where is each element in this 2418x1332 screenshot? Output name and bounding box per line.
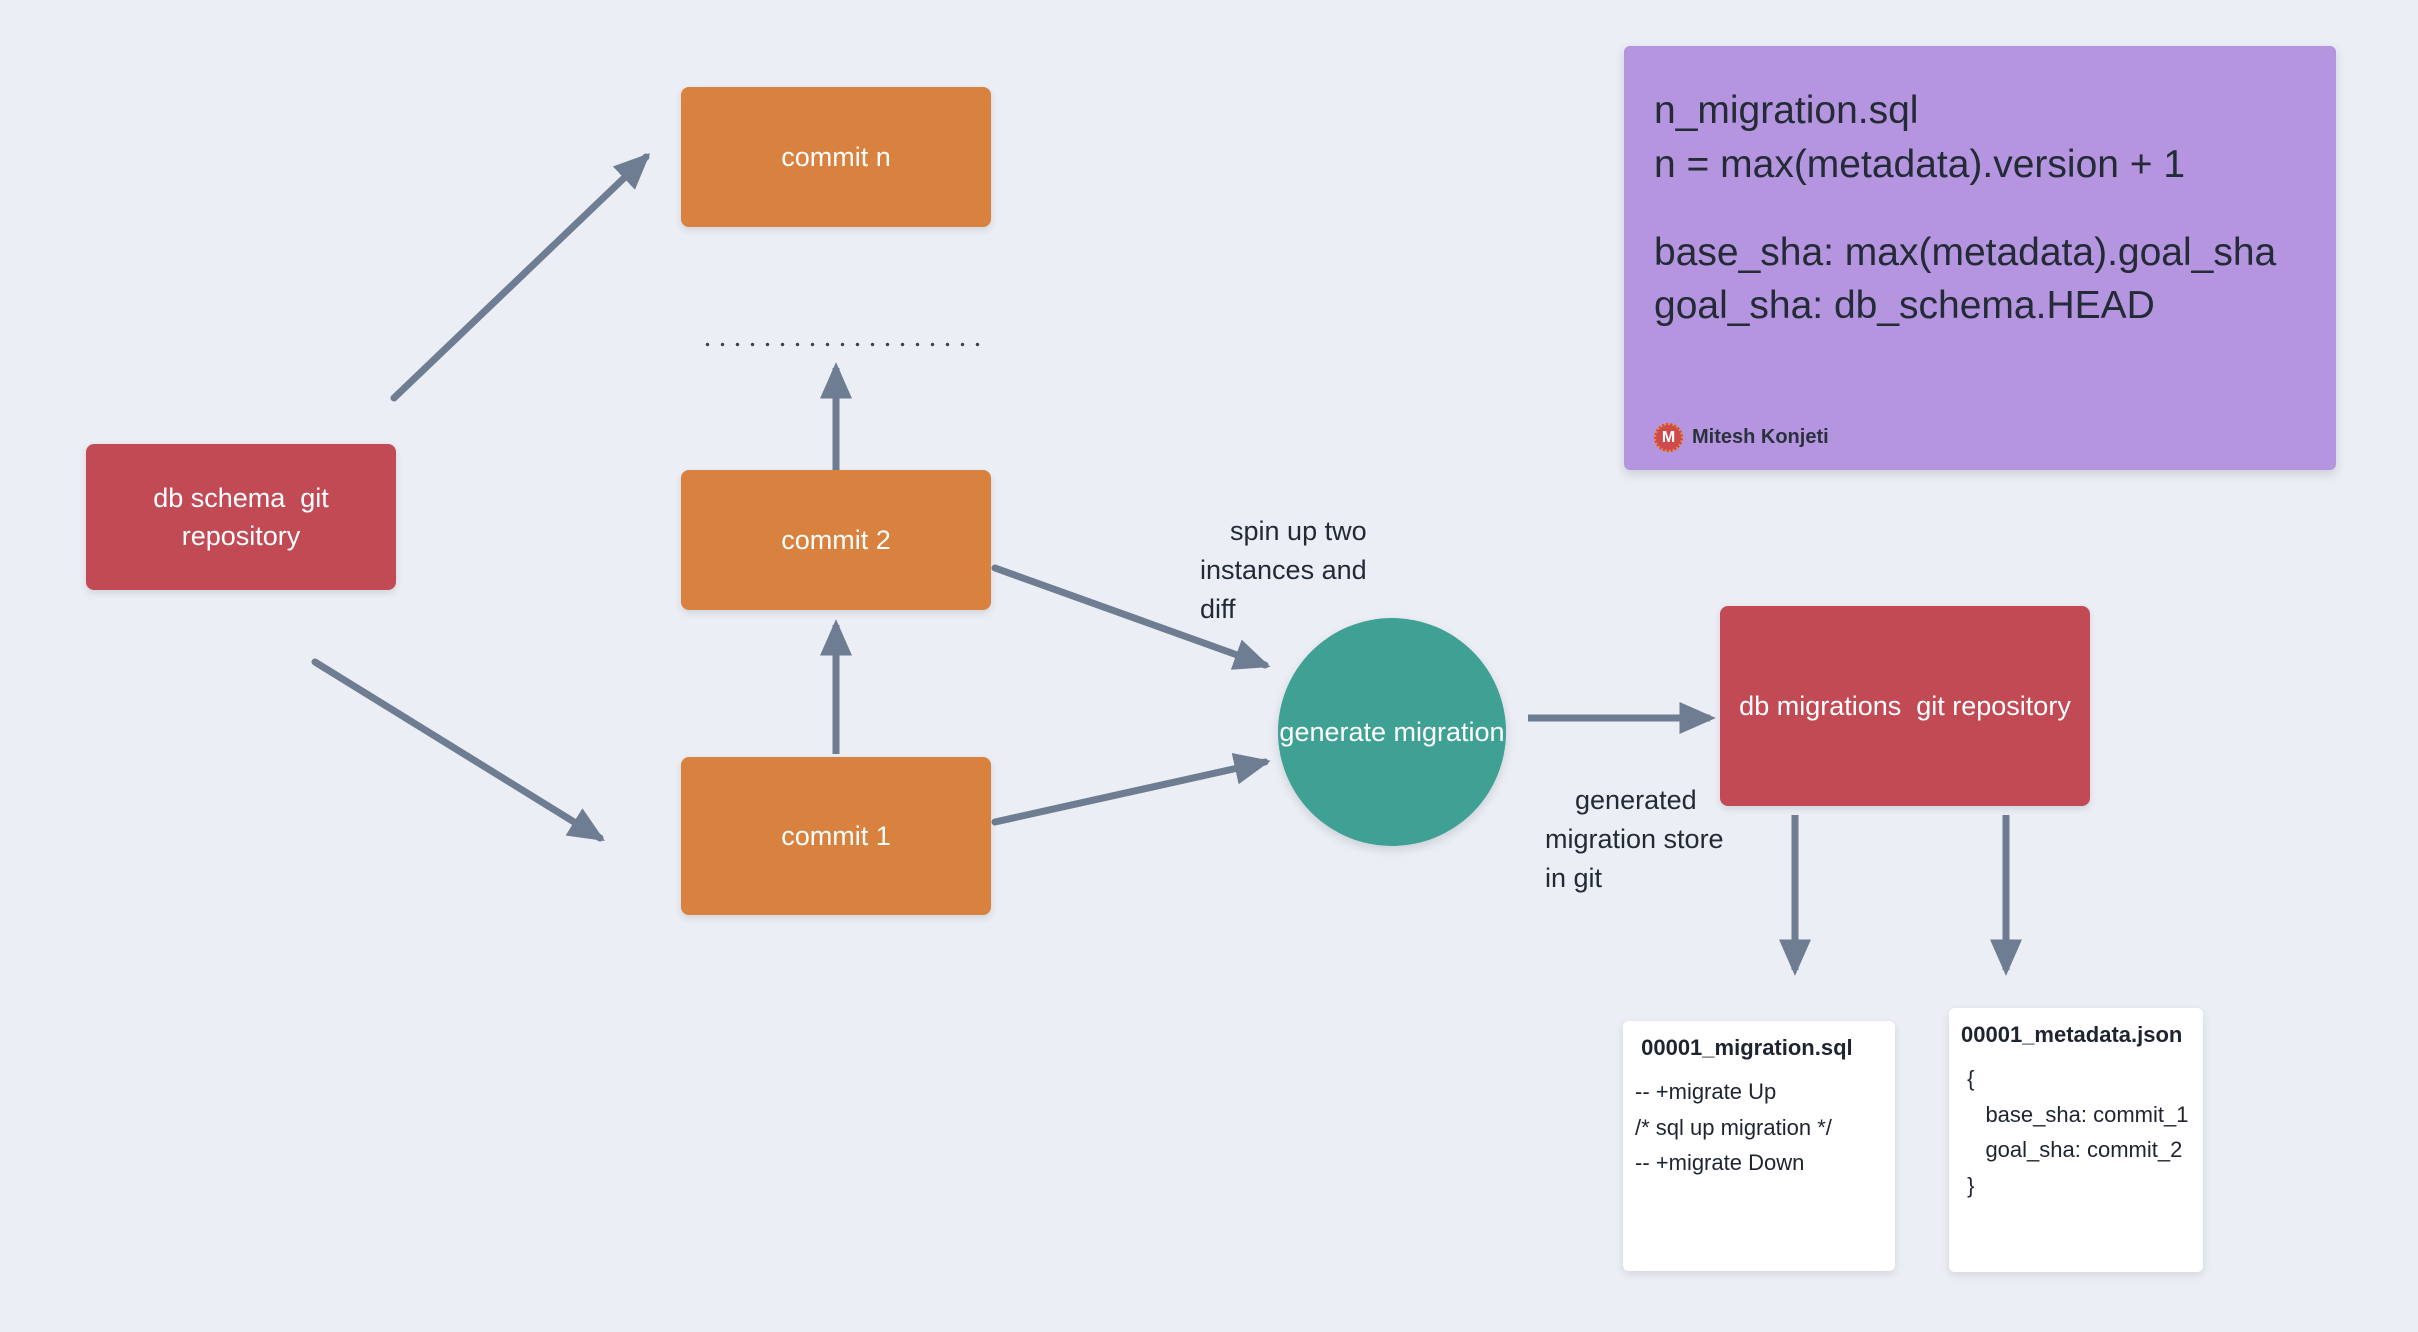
sticky-note-line-1: n_migration.sql xyxy=(1654,89,1919,132)
node-generate-migration-label: generate migration xyxy=(1279,716,1505,747)
file-card-migration-sql-title: 00001_migration.sql xyxy=(1635,1035,1853,1060)
edge-label-generated-store-text: generated migration store in git xyxy=(1545,785,1732,894)
file-card-migration-sql[interactable]: 00001_migration.sql -- +migrate Up /* sq… xyxy=(1623,1021,1895,1271)
sticky-note-line-3: base_sha: max(metadata).goal_sha xyxy=(1654,230,2277,274)
node-generate-migration[interactable]: generate migration xyxy=(1278,618,1506,846)
file-card-metadata-json-line-4: } xyxy=(1961,1172,1975,1198)
node-commit-1-label: commit 1 xyxy=(781,820,891,851)
dotted-continuation-line xyxy=(700,342,988,347)
edge-label-spin-up-text: spin up two instances and diff xyxy=(1200,516,1375,625)
file-card-metadata-json[interactable]: 00001_metadata.json { base_sha: commit_1… xyxy=(1949,1008,2203,1272)
node-commit-2-label: commit 2 xyxy=(781,524,891,555)
node-commit-1[interactable]: commit 1 xyxy=(681,757,991,915)
file-card-metadata-json-line-2: base_sha: commit_1 xyxy=(1961,1101,2189,1127)
sticky-note-author: M Mitesh Konjeti xyxy=(1654,423,1829,452)
author-name: Mitesh Konjeti xyxy=(1692,426,1829,448)
sticky-note-line-2: n = max(metadata).version + 1 xyxy=(1654,142,2186,186)
file-card-migration-sql-line-1: -- +migrate Up xyxy=(1635,1079,1777,1104)
node-commit-n-label: commit n xyxy=(781,141,891,172)
edge-label-spin-up-two-instances-and-diff: spin up two instances and diff xyxy=(1200,473,1400,669)
sticky-note-spacer xyxy=(1654,192,2306,226)
sticky-note-migration-spec[interactable]: n_migration.sql n = max(metadata).versio… xyxy=(1624,46,2336,470)
edge-label-generated-migration-store-in-git: generated migration store in git xyxy=(1545,742,1725,938)
node-commit-n[interactable]: commit n xyxy=(681,87,991,227)
file-card-metadata-json-line-1: { xyxy=(1961,1066,1975,1091)
file-card-migration-sql-line-3: -- +migrate Down xyxy=(1635,1150,1805,1176)
node-db-schema-repository[interactable]: db schema git repository xyxy=(86,444,396,590)
node-db-schema-repository-label: db schema git repository xyxy=(153,482,337,551)
arrow-commit1-to-generate xyxy=(991,752,1271,826)
file-card-metadata-json-line-3: goal_sha: commit_2 xyxy=(1961,1137,2183,1163)
node-db-migrations-repository-label: db migrations git repository xyxy=(1739,690,2071,721)
file-card-metadata-json-title: 00001_metadata.json xyxy=(1961,1022,2183,1047)
sticky-note-line-4: goal_sha: db_schema.HEAD xyxy=(1654,284,2155,328)
arrow-schema-to-commit-1 xyxy=(311,658,605,842)
node-db-migrations-repository[interactable]: db migrations git repository xyxy=(1720,606,2090,806)
avatar: M xyxy=(1654,423,1683,452)
node-commit-2[interactable]: commit 2 xyxy=(681,470,991,610)
file-card-migration-sql-line-2: /* sql up migration */ xyxy=(1635,1114,1832,1140)
arrow-schema-to-commit-n xyxy=(390,152,651,402)
